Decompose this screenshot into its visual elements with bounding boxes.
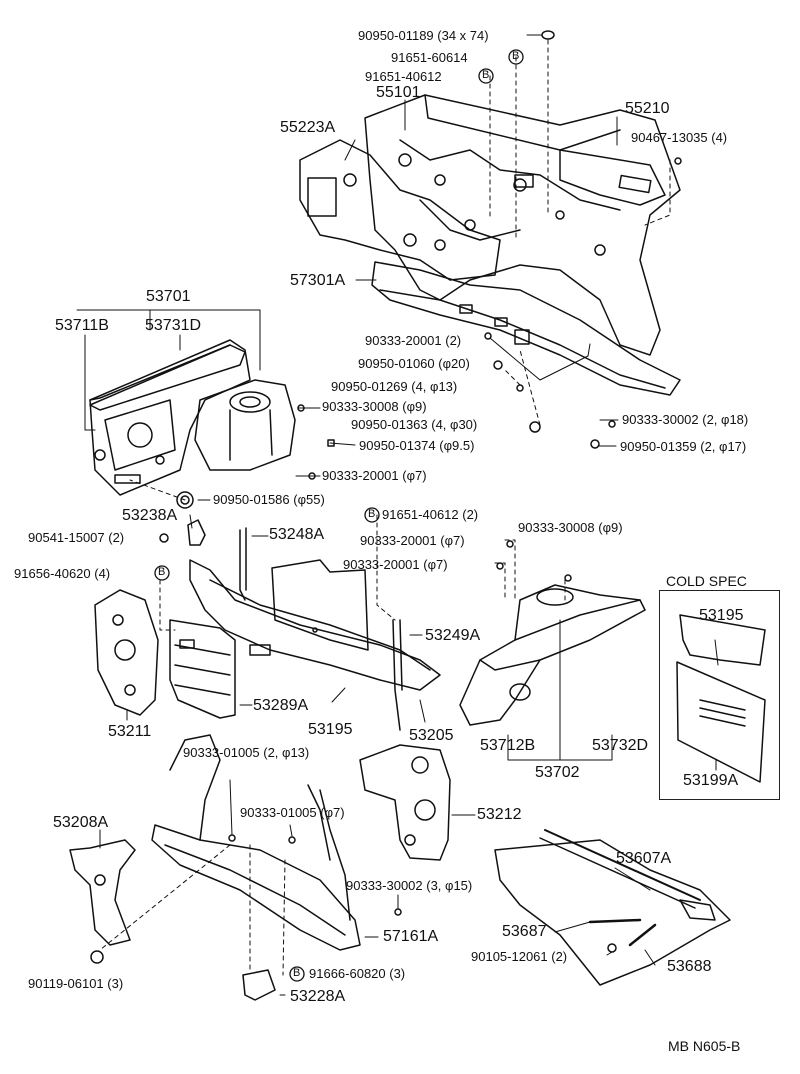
badge-circles [154,49,524,982]
part-label: 90950-01269 (4, φ13) [331,379,458,394]
radiator-support-53205 [189,559,441,691]
part-label: 57161A [383,928,439,945]
part-label: 53687 [502,923,547,940]
dash-panel-55101 [364,94,681,356]
part-label: 90950-01363 (4, φ30) [351,417,478,432]
badge-b: B [158,566,166,578]
diagram-code: MB N605-B [668,1038,741,1054]
leader-lines [76,34,719,996]
crossmember-57301A [371,261,681,396]
stay-53688 [628,923,657,947]
bracket-53249A [392,619,401,731]
part-label: 90333-01005 (2, φ13) [183,745,310,760]
part-label: 90333-01005 (φ7) [240,805,345,820]
part-label: 90333-20001 (φ7) [343,557,448,572]
part-label: 53732D [592,737,649,754]
stay-53687 [588,918,642,924]
part-label: 90333-20001 (2) [365,333,462,348]
part-label: 90333-30008 (φ9) [322,399,427,414]
part-label: 53212 [477,806,522,823]
part-label: 90333-20001 (φ7) [360,533,465,548]
part-label: 53238A [122,507,178,524]
part-label: 55210 [625,100,670,117]
part-label: 53205 [409,727,454,744]
bracket-53238A [187,519,206,546]
cold-spec-title: COLD SPEC [664,573,749,589]
part-label: 90950-01189 (34 x 74) [358,28,489,43]
part-label: 91651-40612 [365,69,442,84]
part-label: 53702 [535,764,580,781]
shield-53289A [169,619,236,719]
seal-53195 [271,559,369,651]
part-label: 53248A [269,526,325,543]
part-label: 53607A [616,850,672,867]
strut-tower-53701 [194,379,296,471]
part-label: 53731D [145,317,202,334]
part-label: 57301A [290,272,346,289]
part-label: 53208A [53,814,109,831]
lower-support-57161A [151,734,361,951]
part-label: 90950-01586 (φ55) [213,492,325,507]
cold-spec-panel [659,590,780,800]
part-label: 53195 [699,607,744,624]
grommet-90950-01586 [176,491,194,509]
fasteners [159,30,682,916]
part-label: 53701 [146,288,191,305]
part-label: 90333-20001 (φ7) [322,468,427,483]
part-label: 53711B [55,317,109,334]
part-label: 90333-30008 (φ9) [518,520,623,535]
apron-rail-53731D [89,344,246,411]
hood-53607A [494,829,731,986]
part-label: 90950-01359 (2, φ17) [620,439,747,454]
bracket-53208A [69,839,136,946]
bracket-53248A [239,529,246,601]
bolt-90119-06101 [90,950,104,964]
part-label: 53289A [253,697,309,714]
part-label: 90950-01060 (φ20) [358,356,470,371]
part-label: 53249A [425,627,481,644]
part-label: 53195 [308,721,353,738]
part-label: 53688 [667,958,712,975]
part-label: 55101 [376,84,421,101]
part-label: 91666-60820 (3) [309,966,406,981]
part-label: 55223A [280,119,336,136]
part-label: 91656-40620 (4) [14,566,111,581]
part-label: 53228A [290,988,346,1005]
part-label: 90333-30002 (2, φ18) [622,412,749,427]
side-panel-55223A [299,139,501,281]
cold-spec-parts [676,614,766,783]
part-label: 90950-01374 (φ9.5) [359,438,475,453]
part-label: 90467-13035 (4) [631,130,728,145]
badge-b: B [482,69,490,81]
panel-53212 [359,744,451,861]
apron-53711B [89,339,251,496]
badge-b: B [368,508,376,520]
badge-b: B [512,50,520,62]
panel-53211 [94,589,159,716]
part-label: 90333-30002 (3, φ15) [346,878,473,893]
part-label: 90105-12061 (2) [471,949,568,964]
part-label: 91651-40612 (2) [382,507,479,522]
apron-53702 [459,584,646,726]
part-label: 53712B [480,737,536,754]
part-label: 91651-60614 [391,50,468,65]
part-label: 90541-15007 (2) [28,530,125,545]
part-label: 53211 [108,723,152,740]
badge-b: B [293,967,301,979]
part-label: 90119-06101 (3) [28,976,124,991]
part-label: 53199A [683,772,739,789]
cowl-55210 [559,149,666,206]
bracket-53228A [242,969,276,1001]
